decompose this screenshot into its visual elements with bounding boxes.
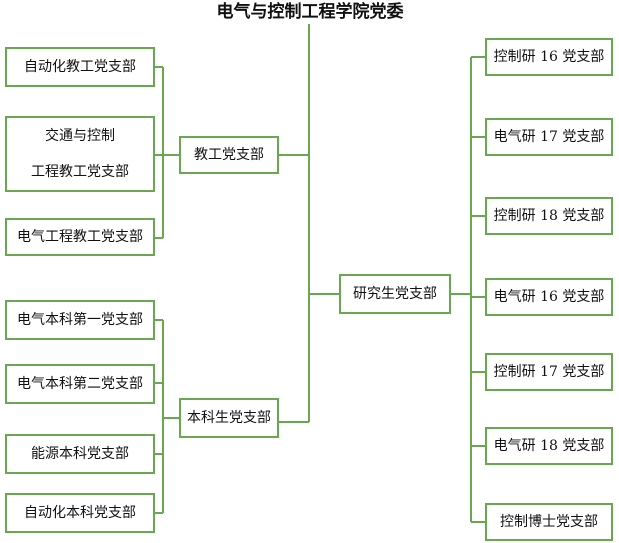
- graduate-branch-7: 控制博士党支部: [485, 503, 613, 541]
- graduate-branch-2: 电气研 17 党支部: [485, 118, 613, 156]
- undergrad-branch-energy: 能源本科党支部: [5, 434, 155, 474]
- node-label-line-1: 交通与控制: [45, 128, 115, 144]
- node-label: 研究生党支部: [353, 286, 437, 302]
- node-label: 电气研 18 党支部: [493, 438, 605, 454]
- node-label: 控制博士党支部: [500, 514, 598, 530]
- node-label: 控制研 17 党支部: [493, 364, 605, 380]
- teacher-branch-electrical: 电气工程教工党支部: [5, 218, 155, 256]
- node-label: 控制研 18 党支部: [493, 208, 605, 224]
- node-label: 控制研 16 党支部: [493, 49, 605, 65]
- graduate-branch-6: 电气研 18 党支部: [485, 427, 613, 465]
- graduate-branch-5: 控制研 17 党支部: [485, 353, 613, 391]
- graduate-branch-4: 电气研 16 党支部: [485, 278, 613, 316]
- graduate-hub-node: 研究生党支部: [339, 274, 451, 314]
- undergrad-branch-electrical-1: 电气本科第一党支部: [5, 300, 155, 340]
- node-label: 电气工程教工党支部: [17, 229, 143, 245]
- diagram-title: 电气与控制工程学院党委: [216, 2, 404, 22]
- node-label: 本科生党支部: [187, 410, 271, 426]
- node-label: 自动化本科党支部: [24, 505, 136, 521]
- node-label: 电气本科第一党支部: [17, 312, 143, 328]
- undergrad-group-node: 本科生党支部: [179, 398, 279, 438]
- node-label-line-2: 工程教工党支部: [31, 164, 129, 180]
- teacher-group-node: 教工党支部: [179, 136, 279, 174]
- node-label: 教工党支部: [194, 147, 264, 163]
- node-label: 电气本科第二党支部: [17, 376, 143, 392]
- node-label: 自动化教工党支部: [24, 59, 136, 75]
- undergrad-branch-automation: 自动化本科党支部: [5, 493, 155, 533]
- teacher-branch-transport-control: 交通与控制 工程教工党支部: [5, 116, 155, 192]
- node-label: 电气研 17 党支部: [493, 129, 605, 145]
- node-label: 能源本科党支部: [31, 446, 129, 462]
- graduate-branch-1: 控制研 16 党支部: [485, 38, 613, 76]
- teacher-branch-automation: 自动化教工党支部: [5, 47, 155, 87]
- node-label: 电气研 16 党支部: [493, 289, 605, 305]
- graduate-branch-3: 控制研 18 党支部: [485, 197, 613, 235]
- undergrad-branch-electrical-2: 电气本科第二党支部: [5, 364, 155, 404]
